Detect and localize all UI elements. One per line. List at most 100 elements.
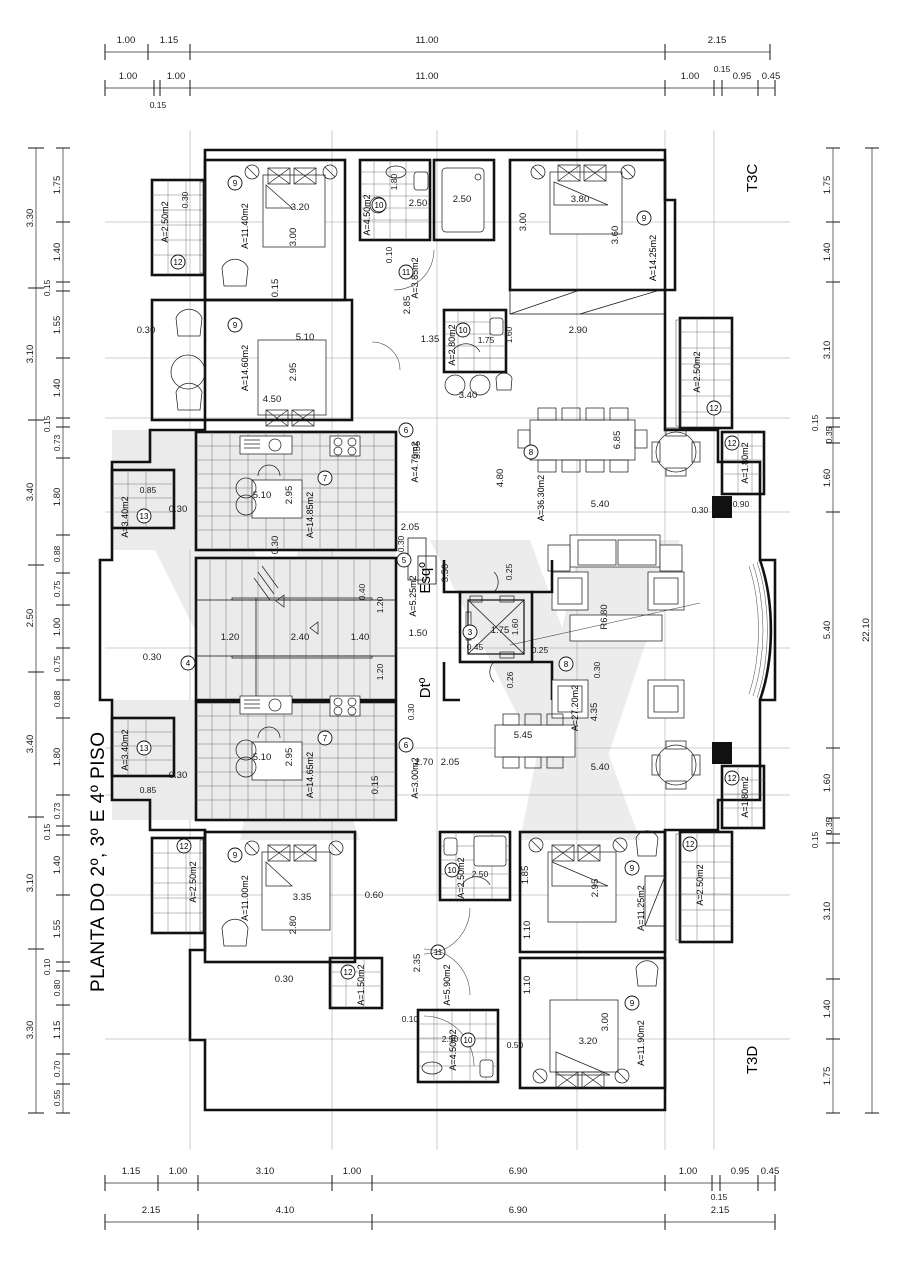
balcony-service-upper: 13 A=3.40m2 [110,468,176,538]
balcony-tag-3: 12 [728,439,737,448]
dim-bed-br1-a: 1.85 [520,866,531,885]
dim-kit-u-h: 2.95 [284,486,295,505]
room-tag-living-u: 8 [529,448,534,457]
dim-hall-dt: 0.30 [406,703,416,720]
room-area-bath-l: A=2.50m2 [456,857,466,898]
room-area-kit-u: A=14.85m2 [305,492,315,538]
room-bedroom-ml: 5.10 2.95 4.50 0.30 9 A=14.60m2 [137,298,354,427]
dim-left-in-10: 1.00 [52,618,63,637]
dim-kit-l-c: 0.15 [370,776,381,795]
balcony-area-3: A=1.80m2 [740,442,750,483]
dim-bed-tr-wd: 2.90 [569,325,588,336]
room-area-3: A=14.25m2 [648,235,658,281]
room-area-5: A=11.25m2 [636,885,646,931]
dim-living-c: 4.80 [495,469,506,488]
room-tag-hall-low: 11 [434,948,443,957]
bathtub-upper: 2.50 [432,158,496,242]
dim-left-in-14: 0.73 [52,802,62,819]
room-tag-bath-l: 10 [448,866,457,875]
balcony-tag-5: 13 [140,744,149,753]
balcony-service-lower: 13 A=3.40m2 [110,716,176,778]
room-living-lower: 5.45 5.40 4.35 0.30 8 A=27.20m2 [494,656,701,790]
balcony-tag-2: 12 [710,404,719,413]
room-tag-living-l: 8 [564,660,569,669]
dim-bed-bl-c: 0.30 [275,974,294,985]
dim-right-in-12: 1.75 [822,1067,833,1086]
balcony-area-7: A=2.50m2 [695,864,705,905]
dim-living-l-b: 5.40 [591,762,610,773]
dim-left-in-12: 0.88 [52,690,62,707]
dim-wc-u: 1.75 [478,335,495,345]
room-area-hall-up: A=4.70m2 [410,441,420,482]
dim-bed-tl-x: 0.15 [270,279,281,298]
dim-living-l-c: 4.35 [589,703,600,722]
dim-bed-br2-h: 3.00 [600,1013,611,1032]
room-tag-hall-u: 11 [402,268,411,277]
room-tag-hall-esq: 5 [402,556,407,565]
room-hall-lower: 11 A=5.90m2 2.35 1.10 1.10 [412,907,533,1006]
dimension-chain-top-2: 1.00 0.15 1.00 11.00 1.00 0.15 0.95 0.45 [104,64,780,110]
balcony-side-upper: 12 A=1.80m2 0.90 0.30 [692,430,766,518]
dim-bed-tl-h: 3.00 [288,228,299,247]
balcony-tag-7: 12 [686,840,695,849]
dim-left-in-17: 1.55 [52,920,63,939]
dim-hall-u: 2.85 [402,296,413,315]
room-bedroom-tr: 3.80 3.60 3.00 9 A=14.25m2 2.90 [508,158,667,336]
room-area-hall-low: A=5.90m2 [442,964,452,1005]
room-area-2: A=14.60m2 [240,345,250,391]
balcony-lower-left: 12 A=2.50m2 [150,836,206,935]
room-hall-upper: A=3.85m2 11 2.85 0.10 1.35 [371,246,439,371]
dim-left-out-4: 3.40 [25,735,36,754]
room-tag-stair: 4 [186,659,191,668]
dim-stair-f: 0.40 [357,583,367,600]
room-tag-5: 9 [630,864,635,873]
dimension-chain-top-1: 1.00 1.15 11.00 2.15 [104,35,771,60]
room-tag-6: 9 [630,999,635,1008]
dim-living-l-d: 0.30 [592,661,602,678]
dim-left-in-15: 0.15 [42,823,52,840]
dim-left-in-9: 0.75 [52,580,62,597]
dim-stair-c: 1.40 [351,632,370,643]
room-bath-lower: 10 A=2.50m2 2.50 [438,830,512,902]
dim-right-in-6: 5.40 [822,621,833,640]
dim-right-in-5: 1.60 [822,469,833,488]
balcony-area-9: A=1.50m2 [356,964,366,1005]
dim-stair-e: 1.20 [375,663,385,680]
dim-left-in-1: 1.40 [52,243,63,262]
balcony-tag-6: 12 [728,774,737,783]
unit-t3c: 3.20 3.00 0.15 9 A=11.40m2 12 A=2.50m2 0… [137,158,773,701]
dim-left-in-20: 1.15 [52,1021,63,1040]
room-area-bath-u: A=4.50m2 [362,194,372,235]
dim-bed-bl-h: 2.80 [288,916,299,935]
dim-left-in-6: 0.73 [52,434,62,451]
dim-bot1-4: 6.90 [509,1166,528,1177]
dim-lift-f: 0.26 [505,671,515,688]
dim-kit-u-w: 5.10 [253,490,272,501]
dim-bot2-0: 2.15 [142,1205,161,1216]
dim-bed-tr-w: 3.80 [571,194,590,205]
dim-left-in-3: 1.55 [52,316,63,335]
dim-left-in-19: 0.80 [52,979,62,996]
dim-left-out-1: 3.10 [25,345,36,364]
room-tag-wc-u: 10 [459,326,468,335]
dim-living-l-a: 5.45 [514,730,533,741]
room-area-hall-dn: A=3.00m2 [410,757,420,798]
dim-wc-u3: 3.40 [459,390,478,401]
dimension-chain-bottom-2: 2.15 4.10 6.90 2.15 [104,1205,776,1230]
dim-bed-br1-h: 2.95 [590,879,601,898]
dim-top2-3: 11.00 [415,71,438,82]
dim-wc-l3: 0.50 [507,1040,524,1050]
dim-right-in-9: 0.15 [810,831,820,848]
dim-hall-low3: 1.10 [522,976,533,995]
dim-living-a: 6.85 [612,431,623,450]
dim-bath-l: 2.50 [472,869,489,879]
dim-bed-ml-w: 5.10 [296,332,315,343]
room-tag-hall-up: 6 [404,426,409,435]
dim-hall-esq3: 2.05 [401,522,420,533]
dim-kit-l-a: 0.30 [169,770,188,781]
label-esq: Esqº [417,562,434,594]
dim-bed-tl-w: 3.20 [291,202,310,213]
room-kitchen-lower: 5.10 2.95 0.30 0.85 0.15 7 A=14.65m2 [140,695,398,822]
dim-hall-esq2: 1.50 [409,628,428,639]
